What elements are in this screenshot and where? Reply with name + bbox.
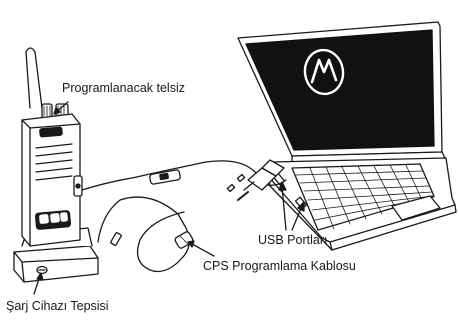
usb-ports-label: USB Portları <box>258 233 328 247</box>
cable-label: CPS Programlama Kablosu <box>203 259 356 273</box>
laptop-icon <box>237 21 457 251</box>
radio-label: Programlanacak telsiz <box>62 81 185 95</box>
cps-cable <box>81 160 287 273</box>
charger-label: Şarj Cihazı Tepsisi <box>6 299 109 313</box>
two-way-radio-icon <box>21 47 83 247</box>
leader-lines <box>33 101 305 295</box>
motorola-logo-icon <box>303 48 345 96</box>
usb-plug-icon <box>226 159 285 201</box>
